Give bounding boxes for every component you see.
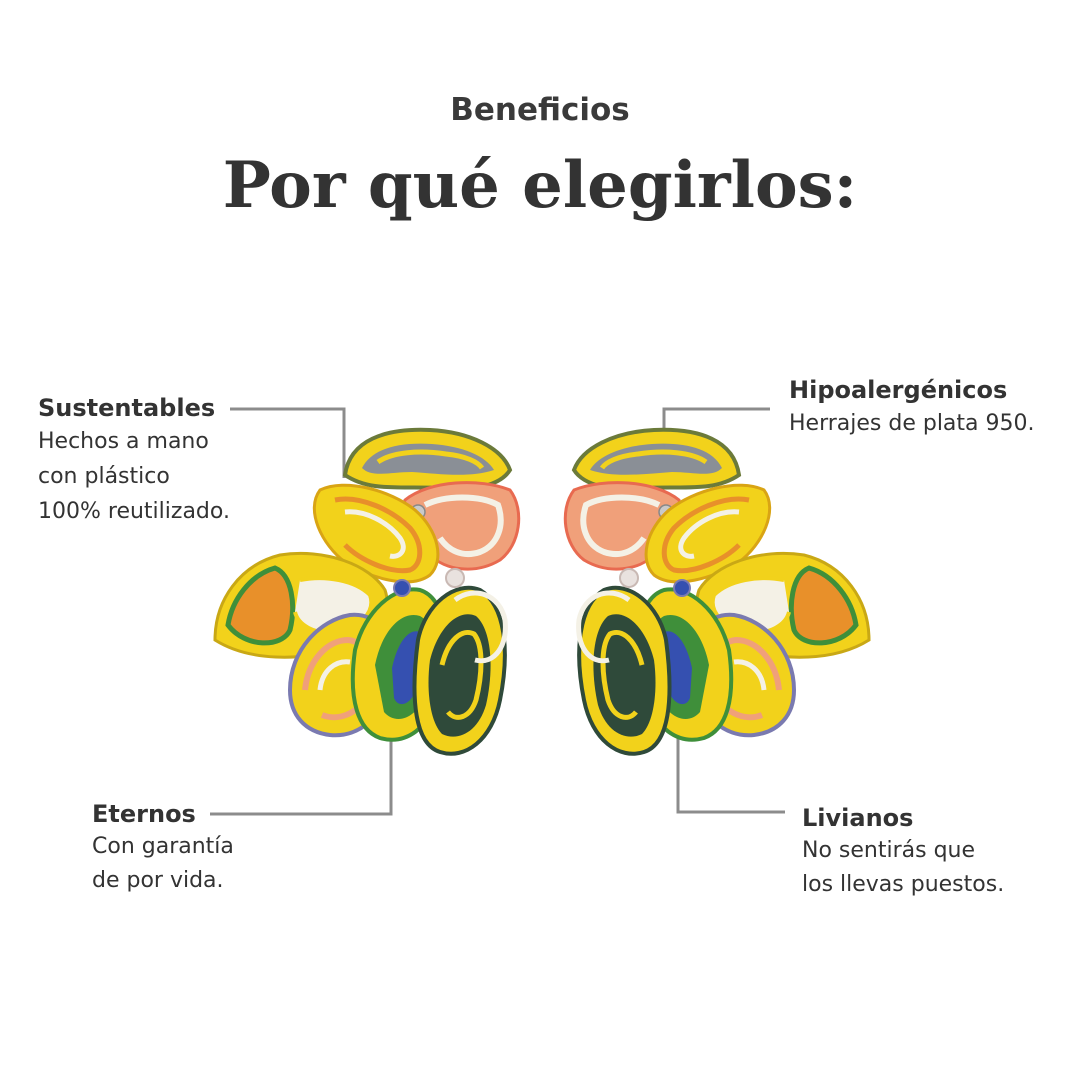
feature-line: Hechos a mano	[38, 429, 209, 454]
connector-livianos	[676, 705, 785, 814]
feature-livianos: Livianos No sentirás que los llevas pues…	[802, 802, 1004, 902]
page-title: Por qué elegirlos:	[222, 148, 858, 223]
feature-line: 100% reutilizado.	[38, 499, 230, 524]
feature-title: Livianos	[802, 804, 914, 832]
feature-title: Hipoalergénicos	[789, 376, 1008, 404]
feature-line: No sentirás que	[802, 838, 976, 863]
feature-title: Sustentables	[38, 394, 216, 422]
feature-line: con plástico	[38, 464, 170, 489]
feature-line: Herrajes de plata 950.	[789, 411, 1035, 436]
feature-line: Con garantía	[92, 834, 234, 859]
connector-sustentables	[230, 407, 346, 478]
feature-line: los llevas puestos.	[802, 872, 1005, 897]
left-earring	[213, 427, 521, 756]
connector-eternos	[210, 735, 393, 816]
feature-title: Eternos	[92, 800, 196, 828]
feature-hipoalergenicos: Hipoalergénicos Herrajes de plata 950.	[789, 374, 1035, 441]
feature-line: de por vida.	[92, 868, 224, 893]
right-earring	[563, 427, 871, 756]
feature-eternos: Eternos Con garantía de por vida.	[92, 798, 234, 898]
feature-sustentables: Sustentables Hechos a mano con plástico …	[38, 392, 230, 529]
section-eyebrow: Beneficios	[450, 92, 630, 128]
